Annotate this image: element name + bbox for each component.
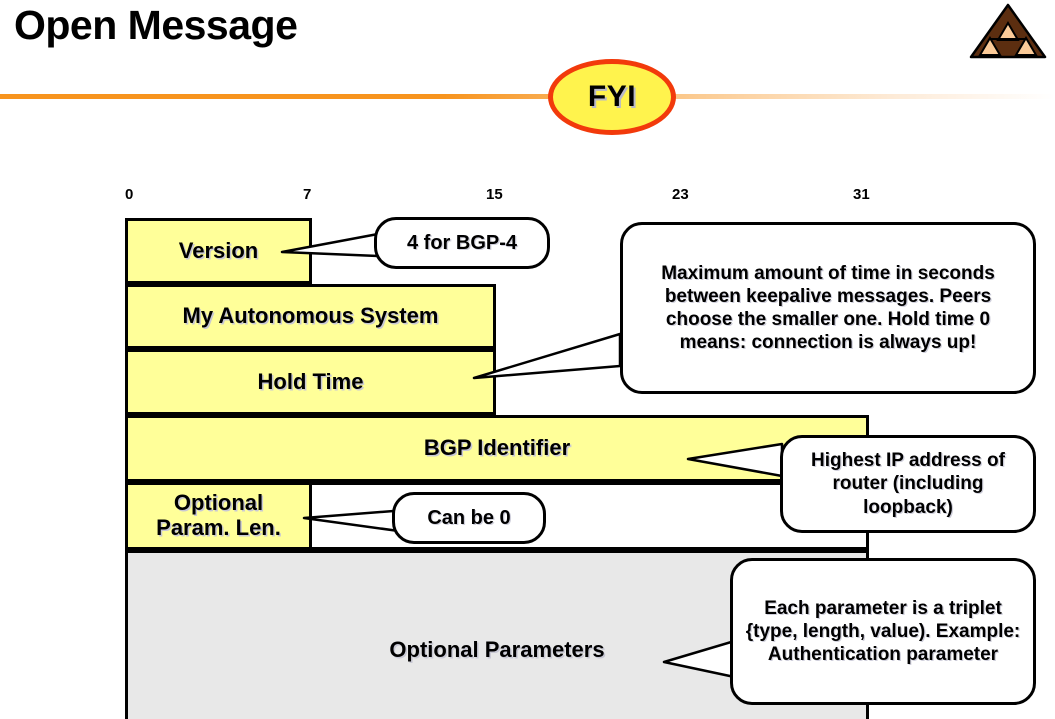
callout-optional-parameters-note-text: Each parameter is a triplet {type, lengt… [745,597,1021,666]
bit-tick-0: 0 [125,186,134,203]
header-divider-rule [0,94,1055,99]
field-box-my-autonomous-system: My Autonomous System [125,284,496,349]
sierpinski-triangle-logo [969,3,1047,59]
callout-bgp-identifier-note: Highest IP address of router (including … [780,435,1036,533]
callout-hold-time-note-text: Maximum amount of time in seconds betwee… [661,262,995,354]
field-label-optional-param-len-line2: Param. Len. [156,515,281,540]
callout-optional-param-len-note-text: Can be 0 [427,506,511,529]
callout-tail-hold-time [472,332,622,380]
field-label-optional-param-len-line1: Optional [173,490,264,516]
field-label-my-autonomous-system: My Autonomous System [182,303,439,329]
bit-tick-23: 23 [672,186,689,203]
field-label-version: Version [178,237,259,263]
field-label-optional-param-len: Optional Param. Len. [156,491,281,540]
bit-tick-31: 31 [853,186,870,203]
bit-tick-7: 7 [303,186,312,203]
callout-version-note-text: 4 for BGP-4 [406,231,518,254]
fyi-badge: FYI [548,59,676,135]
field-label-hold-time: Hold Time [257,368,364,394]
callout-version-note: 4 for BGP-4 [374,217,550,269]
field-box-hold-time: Hold Time [125,349,496,415]
callout-bgp-identifier-note-text: Highest IP address of router (including … [811,450,1005,518]
field-label-bgp-identifier: BGP Identifier [423,435,571,461]
field-label-optional-parameters: Optional Parameters [389,636,605,662]
page-title: Open Message [14,2,298,48]
fyi-badge-label: FYI [587,80,637,113]
bit-tick-15: 15 [486,186,503,203]
callout-optional-parameters-note: Each parameter is a triplet {type, lengt… [730,558,1036,705]
callout-hold-time-note: Maximum amount of time in seconds betwee… [620,222,1036,394]
field-box-optional-param-len: Optional Param. Len. [125,482,312,550]
callout-optional-param-len-note: Can be 0 [392,492,546,544]
field-box-bgp-identifier: BGP Identifier [125,415,869,482]
